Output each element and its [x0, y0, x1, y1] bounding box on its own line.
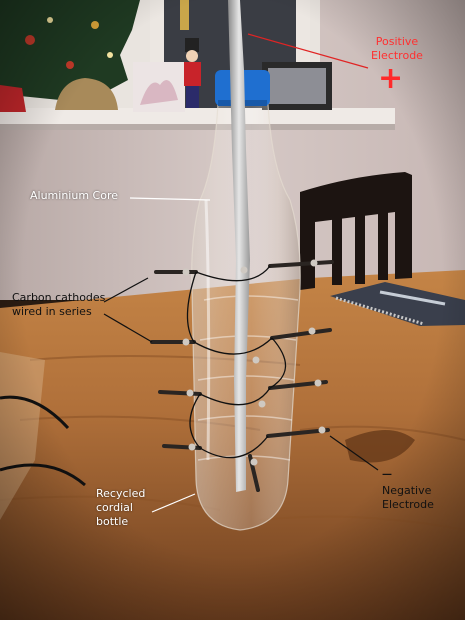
carbon-cathodes-label: Carbon cathodes wired in series [12, 291, 105, 319]
minus-sign-icon: — [382, 469, 392, 480]
bottle-label-line2: cordial [96, 501, 133, 514]
recycled-bottle-label: Recycled cordial bottle [96, 487, 145, 529]
plus-sign-icon: + [378, 61, 404, 96]
negative-label-line1: Negative [382, 484, 432, 497]
positive-label-line1: Positive [375, 35, 419, 48]
negative-electrode-label: Negative Electrode [382, 484, 434, 512]
carbon-label-line2: wired in series [12, 305, 92, 318]
bottle-label-line1: Recycled [96, 487, 146, 500]
bottle-label-line3: bottle [96, 515, 129, 528]
positive-electrode-label: Positive Electrode [366, 35, 428, 63]
positive-label-line2: Electrode [371, 49, 423, 62]
carbon-label-line1: Carbon cathodes [12, 291, 106, 304]
negative-label-line2: Electrode [382, 498, 434, 511]
aluminium-core-label: Aluminium Core [30, 189, 118, 202]
